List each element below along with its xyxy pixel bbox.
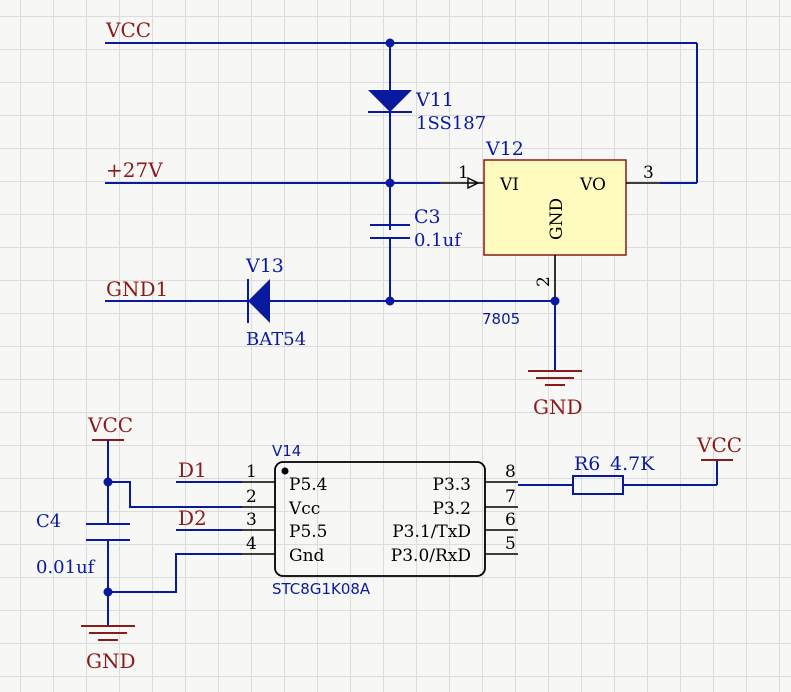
net-label-vcc-top: VCC xyxy=(105,18,151,42)
v14-pin1-number: 1 xyxy=(246,462,257,482)
diode-v13: V13 BAT54 xyxy=(245,255,306,350)
junction-dot xyxy=(103,477,113,487)
junction-dot xyxy=(103,587,113,597)
net-label-vcc-r6: VCC xyxy=(696,433,742,457)
v14-pin8-name: P3.3 xyxy=(433,475,471,495)
c4-designator: C4 xyxy=(36,511,61,532)
net-label-v27: +27V xyxy=(106,158,163,182)
v12-designator: V12 xyxy=(485,138,524,160)
v14-pin6-number: 6 xyxy=(505,510,516,530)
gnd-to-pin4-wire xyxy=(108,553,242,593)
diode-v11-body xyxy=(368,90,412,112)
v14-pin6-name: P3.1/TxD xyxy=(392,522,471,542)
net-label-gnd1: GND1 xyxy=(106,277,168,301)
power-section: VCC V11 1SS187 +27V C3 0.1uf V12 xyxy=(105,18,698,419)
c3-designator: C3 xyxy=(414,206,441,228)
junction-dot xyxy=(385,38,395,48)
net-label-d1: D1 xyxy=(178,458,207,482)
junction-dot xyxy=(385,178,395,188)
vcc-to-pin2-wire xyxy=(108,481,242,508)
v14-pin1-marker xyxy=(281,467,289,475)
v14-pin8-number: 8 xyxy=(505,462,516,482)
vcc-symbol-r6: VCC xyxy=(696,433,742,461)
v11-designator: V11 xyxy=(415,89,454,111)
vcc-symbol-c4: VCC xyxy=(87,413,133,441)
v13-designator: V13 xyxy=(245,255,284,277)
v12-body xyxy=(483,159,627,256)
v12-pin2-number: 2 xyxy=(534,276,554,287)
r6-value: 4.7K xyxy=(610,453,655,475)
v14-pin2-number: 2 xyxy=(246,487,257,507)
capacitor-c4: C4 0.01uf xyxy=(36,511,130,578)
mcu-section: VCC C4 0.01uf GND D1 D2 V14 xyxy=(36,413,742,673)
gnd-symbol-reg: GND xyxy=(528,370,583,419)
v12-pin1-arrow xyxy=(467,176,480,190)
v12-pin-gnd: GND xyxy=(547,198,567,240)
v14-value: STC8G1K08A xyxy=(272,580,371,598)
v14-body xyxy=(274,461,486,577)
regulator-v12: V12 VI VO GND 1 3 2 7805 xyxy=(458,138,660,328)
diode-v11: V11 1SS187 xyxy=(368,89,486,134)
v14-pin5-name: P3.0/RxD xyxy=(391,546,471,566)
c4-value: 0.01uf xyxy=(36,557,96,578)
net-label-gnd-reg: GND xyxy=(533,395,583,419)
v12-pin3-number: 3 xyxy=(643,163,654,183)
v12-pin-vo: VO xyxy=(579,175,606,195)
v14-pin3-name: P5.5 xyxy=(289,522,327,542)
r6-body xyxy=(572,475,624,495)
mcu-v14: V14 STC8G1K08A 1 2 3 4 P5.4 Vcc P5.5 Gnd… xyxy=(242,442,518,598)
v14-pin2-name: Vcc xyxy=(288,499,320,519)
v12-pin1-number: 1 xyxy=(458,163,469,183)
v14-pin4-number: 4 xyxy=(246,534,257,554)
v14-pin3-number: 3 xyxy=(246,510,257,530)
v13-value: BAT54 xyxy=(246,329,306,350)
v14-pin4-name: Gnd xyxy=(289,546,325,566)
gnd-symbol-c4: GND xyxy=(81,625,136,673)
v14-pin7-number: 7 xyxy=(505,487,516,507)
v12-value: 7805 xyxy=(482,310,520,328)
net-label-vcc-c4: VCC xyxy=(87,413,133,437)
r6-designator: R6 xyxy=(574,453,600,475)
v11-value: 1SS187 xyxy=(416,113,486,134)
junction-dot xyxy=(385,296,395,306)
net-label-d2: D2 xyxy=(178,506,207,530)
v14-pin5-number: 5 xyxy=(505,534,516,554)
v12-pin-vi: VI xyxy=(499,175,519,195)
v14-designator: V14 xyxy=(272,442,301,460)
capacitor-c3: C3 0.1uf xyxy=(370,206,462,251)
c3-value: 0.1uf xyxy=(414,230,462,251)
diode-v13-body xyxy=(248,279,270,323)
resistor-r6: R6 4.7K xyxy=(572,453,655,495)
junction-dot xyxy=(550,296,560,306)
v14-pin1-name: P5.4 xyxy=(289,475,327,495)
v14-pin7-name: P3.2 xyxy=(433,499,471,519)
net-label-gnd-c4: GND xyxy=(86,649,136,673)
